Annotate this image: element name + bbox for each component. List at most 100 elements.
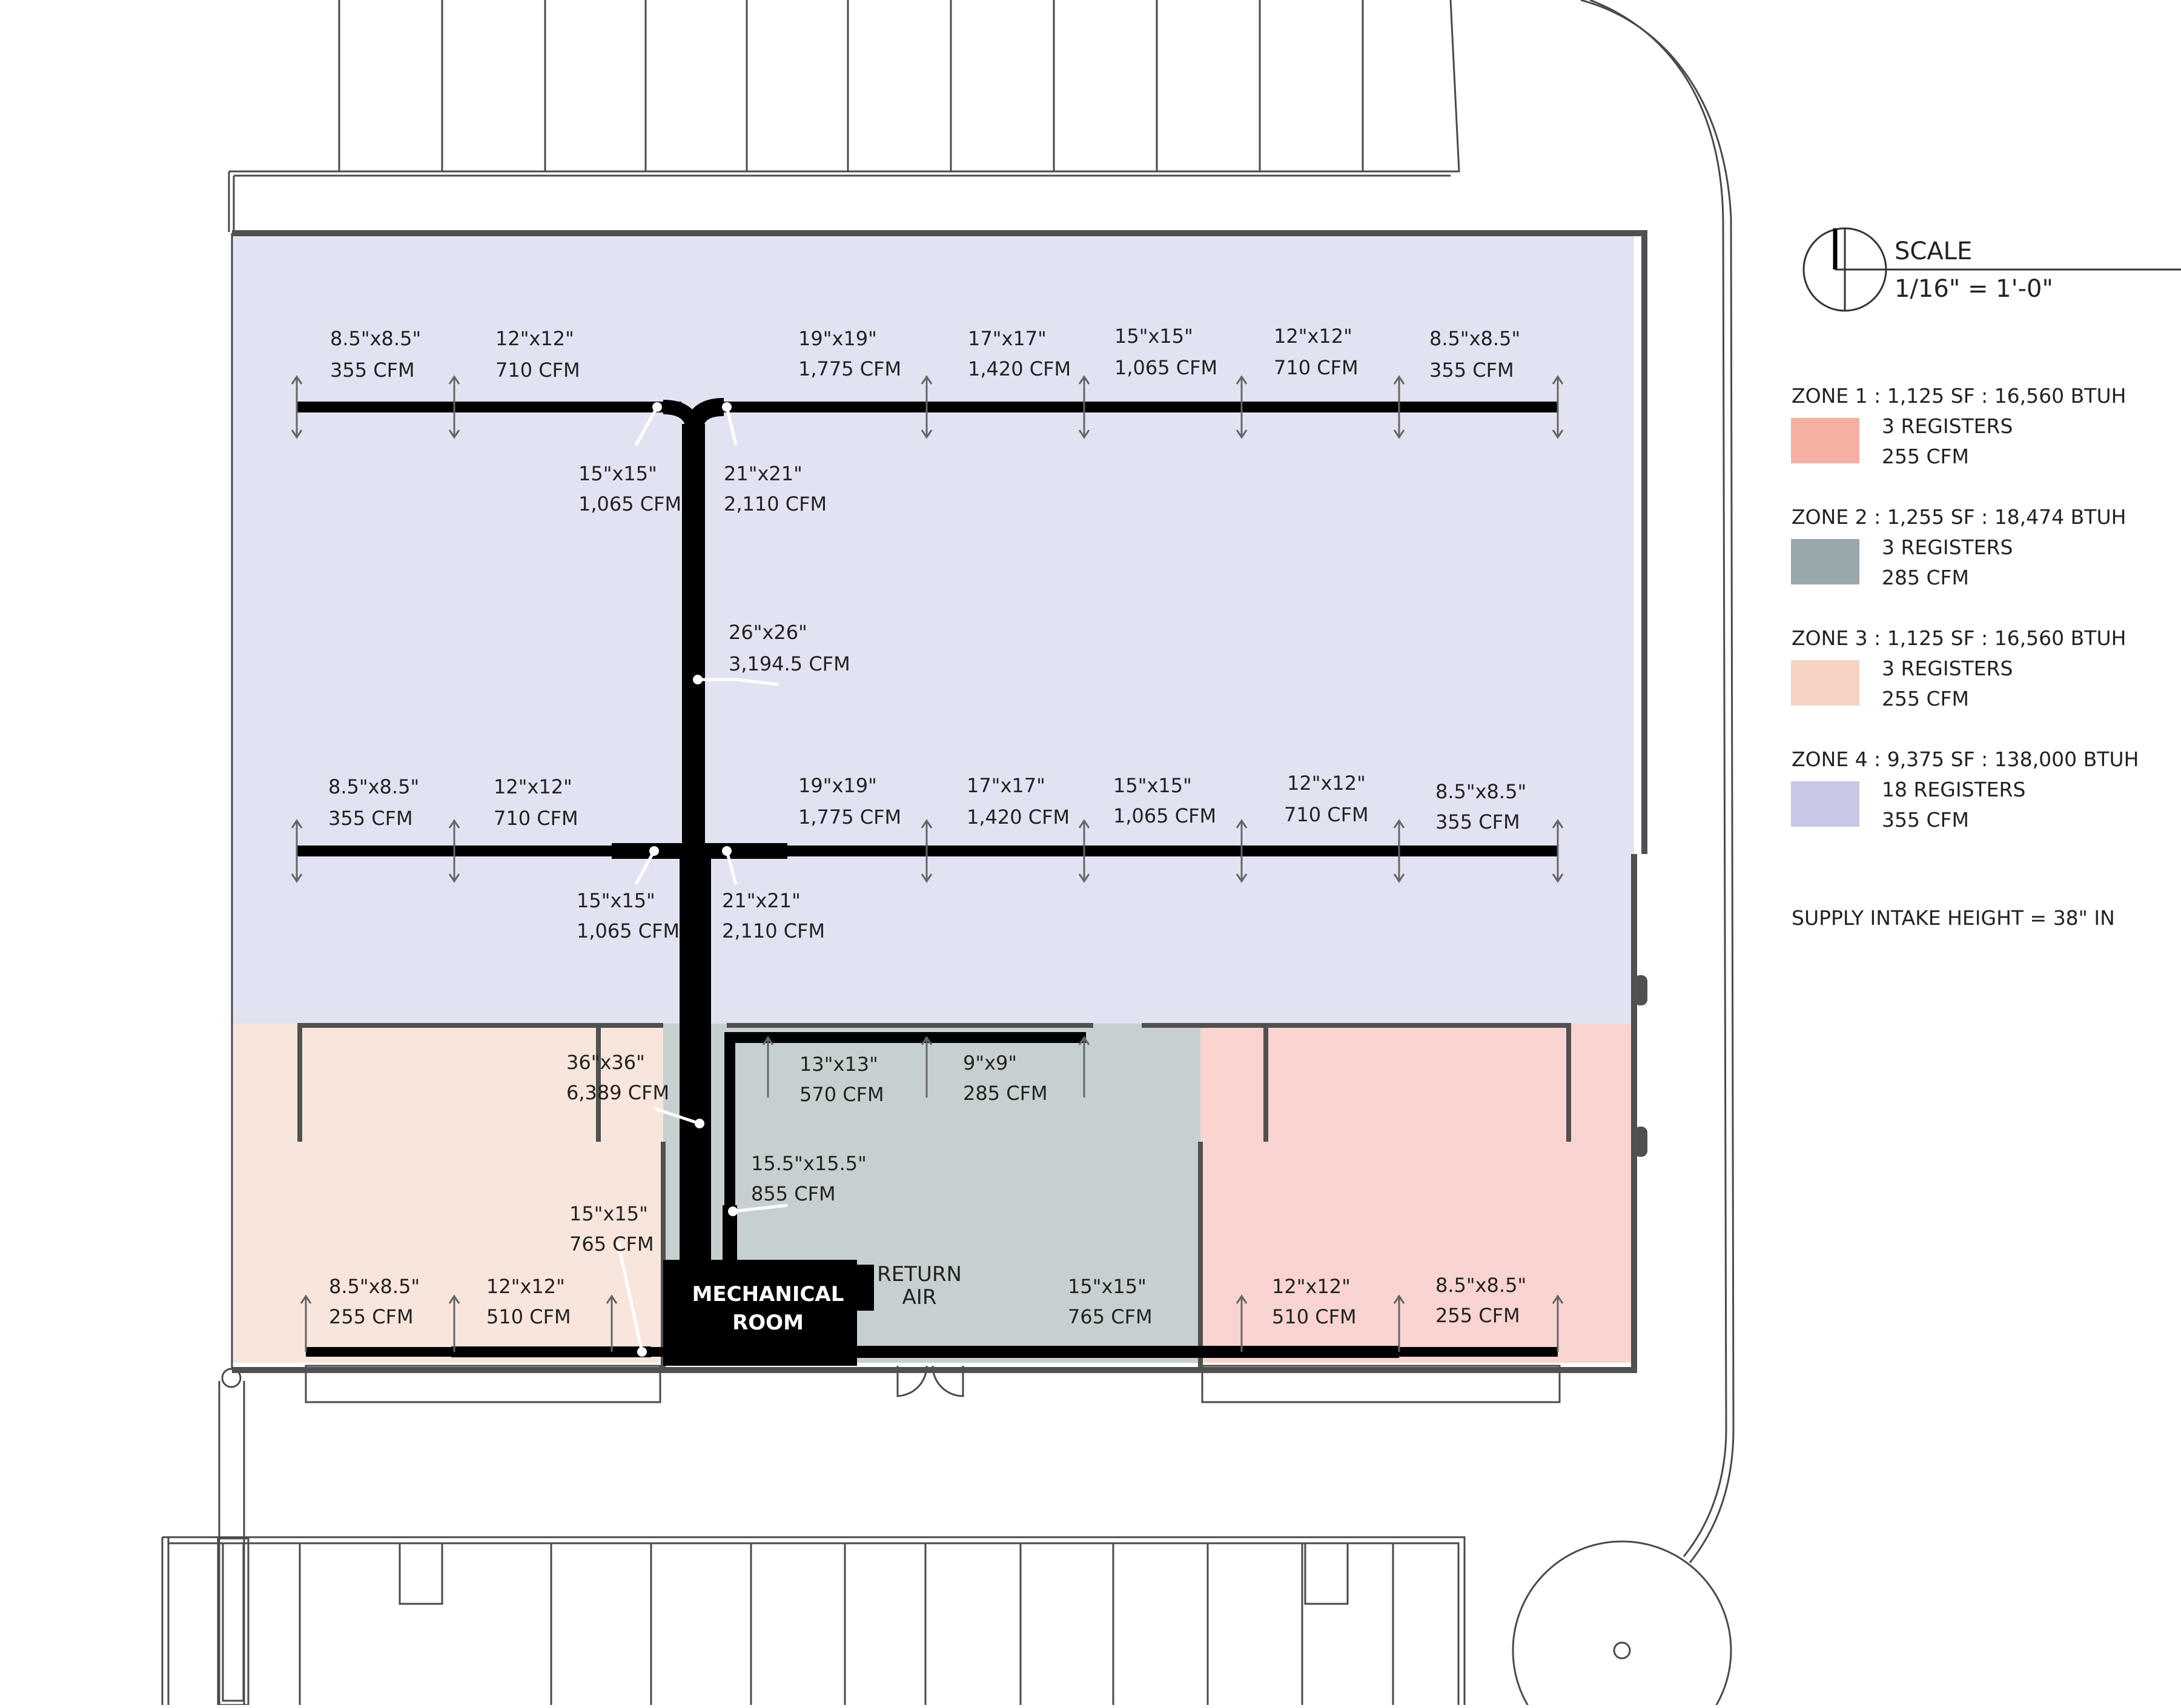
register-arrow-icon <box>291 819 303 883</box>
site-outline <box>161 0 1735 1708</box>
duct-cfm-label: 1,420 CFM <box>968 357 1071 380</box>
duct-size-label: 12"x12" <box>1287 772 1366 795</box>
duct-size-label: 8.5"x8.5" <box>329 1275 420 1298</box>
duct-cfm-label: 2,110 CFM <box>722 919 825 942</box>
duct-cfm-label: 1,420 CFM <box>967 806 1070 829</box>
register-arrow-icon <box>1236 375 1248 439</box>
registers <box>291 375 1564 1352</box>
mechanical-room-label: MECHANICAL <box>692 1282 844 1306</box>
duct-size-label: 19"x19" <box>798 327 877 350</box>
zone2-cfm: 285 CFM <box>1882 566 1969 589</box>
zone-fills <box>232 236 1634 1363</box>
duct-size-label: 15"x15" <box>1114 325 1193 348</box>
duct-size-label: 15"x15" <box>569 1202 648 1225</box>
duct-size-label: 12"x12" <box>486 1275 565 1298</box>
zone3-cfm: 255 CFM <box>1882 687 1969 710</box>
zone4-cfm: 355 CFM <box>1882 808 1969 832</box>
duct-cfm-label: 6,389 CFM <box>566 1081 669 1104</box>
duct-cfm-label: 1,775 CFM <box>798 357 901 380</box>
duct-cfm-label: 1,065 CFM <box>1113 804 1216 827</box>
duct-size-label: 8.5"x8.5" <box>1429 327 1520 350</box>
duct-size-label: 12"x12" <box>1274 325 1352 348</box>
register-arrow-icon <box>1393 375 1405 439</box>
duct-size-label: 8.5"x8.5" <box>328 775 419 798</box>
supply-intake-note: SUPPLY INTAKE HEIGHT = 38" IN <box>1792 906 2115 930</box>
duct-cfm-label: 1,065 CFM <box>578 492 681 515</box>
duct-size-label: 8.5"x8.5" <box>1435 780 1526 803</box>
register-arrow-icon <box>1078 819 1090 883</box>
duct-size-label: 15"x15" <box>1113 774 1192 797</box>
duct-cfm-label: 355 CFM <box>1435 810 1520 833</box>
duct-cfm-label: 855 CFM <box>751 1182 836 1205</box>
duct-size-label: 17"x17" <box>967 774 1045 797</box>
duct-size-label: 17"x17" <box>968 327 1047 350</box>
building-walls <box>231 230 1647 1373</box>
register-arrow-icon <box>291 375 303 439</box>
scale-block: SCALE 1/16" = 1'-0" <box>1802 227 2181 312</box>
register-arrow-icon <box>1078 375 1090 439</box>
zone1-title: ZONE 1 : 1,125 SF : 16,560 BTUH <box>1792 384 2126 408</box>
duct-cfm-label: 510 CFM <box>1272 1305 1357 1328</box>
zone4-registers: 18 REGISTERS <box>1882 778 2025 801</box>
zone1-area <box>1200 1024 1634 1363</box>
duct-size-label: 26"x26" <box>729 621 807 644</box>
duct-size-label: 19"x19" <box>798 774 877 797</box>
duct-cfm-label: 570 CFM <box>799 1083 884 1106</box>
duct-cfm-label: 510 CFM <box>486 1305 571 1328</box>
scale-value: 1/16" = 1'-0" <box>1895 275 2053 303</box>
duct-size-label: 15"x15" <box>577 889 655 912</box>
duct-cfm-label: 1,065 CFM <box>577 919 680 942</box>
duct-size-label: 36"x36" <box>566 1051 645 1074</box>
duct-cfm-label: 710 CFM <box>1274 356 1359 379</box>
register-arrow-icon <box>448 819 460 883</box>
zone4-swatch <box>1791 781 1859 827</box>
zone4-area <box>232 236 1634 1024</box>
register-arrow-icon <box>1552 1294 1564 1352</box>
duct-cfm-label: 765 CFM <box>1068 1305 1153 1328</box>
zone3-swatch <box>1791 660 1859 706</box>
zone2-swatch <box>1791 539 1859 584</box>
zone2-title: ZONE 2 : 1,255 SF : 18,474 BTUH <box>1792 505 2126 529</box>
lower-labels: 36"x36" 6,389 CFM 13"x13" 570 CFM 9"x9" … <box>329 1051 1526 1328</box>
duct-size-label: 21"x21" <box>724 462 803 485</box>
register-arrow-icon <box>448 375 460 439</box>
duct-size-label: 9"x9" <box>963 1051 1017 1074</box>
register-arrow-icon <box>1236 819 1248 883</box>
duct-size-label: 15"x15" <box>1068 1275 1147 1298</box>
zone1-cfm: 255 CFM <box>1882 445 1969 468</box>
duct-cfm-label: 355 CFM <box>1429 359 1514 382</box>
zone-legend: ZONE 1 : 1,125 SF : 16,560 BTUH 3 REGIST… <box>1791 384 2139 930</box>
duct-size-label: 15"x15" <box>578 462 657 485</box>
return-air-label-2: AIR <box>902 1285 937 1309</box>
duct-cfm-label: 355 CFM <box>330 359 415 382</box>
duct-size-label: 21"x21" <box>722 889 801 912</box>
scale-title: SCALE <box>1895 237 1972 265</box>
register-arrow-icon <box>1552 819 1564 883</box>
mechanical-room-label-2: ROOM <box>732 1311 804 1335</box>
leaders <box>616 402 788 1357</box>
register-arrow-icon <box>1552 375 1564 439</box>
duct-size-label: 13"x13" <box>799 1053 878 1076</box>
duct-cfm-label: 2,110 CFM <box>724 492 827 515</box>
duct-cfm-label: 710 CFM <box>1284 803 1369 826</box>
zone4-title: ZONE 4 : 9,375 SF : 138,000 BTUH <box>1792 747 2139 771</box>
register-arrow-icon <box>1393 1294 1405 1352</box>
register-arrow-icon <box>921 375 933 439</box>
ductwork <box>297 398 1558 1366</box>
zone1-registers: 3 REGISTERS <box>1882 414 2013 438</box>
mid-row-labels: 8.5"x8.5" 355 CFM 12"x12" 710 CFM 19"x19… <box>328 772 1526 942</box>
register-arrow-icon <box>448 1294 460 1352</box>
duct-size-label: 12"x12" <box>495 327 574 350</box>
return-air-label: RETURN <box>877 1262 962 1286</box>
zone3-registers: 3 REGISTERS <box>1882 657 2013 680</box>
duct-cfm-label: 285 CFM <box>963 1082 1048 1105</box>
zone2-registers: 3 REGISTERS <box>1882 535 2013 559</box>
duct-cfm-label: 1,775 CFM <box>798 806 901 829</box>
duct-cfm-label: 255 CFM <box>1435 1304 1520 1327</box>
duct-cfm-label: 355 CFM <box>328 807 413 830</box>
register-arrow-icon <box>921 819 933 883</box>
register-arrow-icon <box>1078 1036 1090 1097</box>
register-arrow-icon <box>1393 819 1405 883</box>
